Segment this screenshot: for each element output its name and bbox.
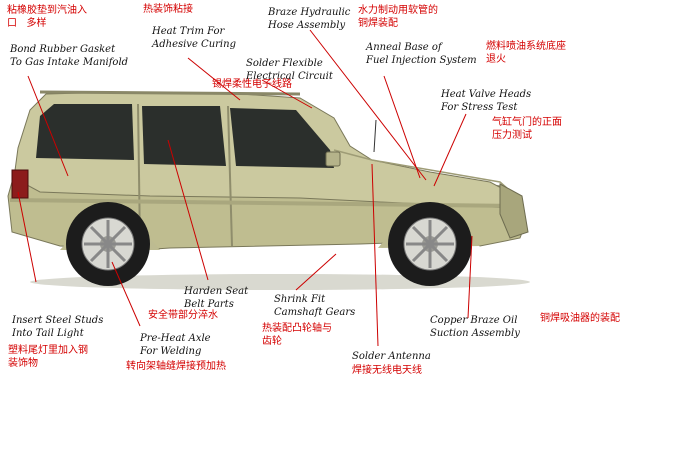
leader-harden-seat-belt	[167, 139, 209, 281]
leader-heat-trim	[187, 57, 241, 101]
leader-solder-antenna	[371, 163, 379, 347]
rear-wheel	[66, 202, 150, 286]
leader-bond-rubber-gasket	[27, 75, 69, 177]
leader-pre-heat-axle	[111, 261, 141, 327]
label-zh-anneal-base: 燃料喷油系统底座 退火	[486, 41, 566, 65]
label-zh-solder-flexible: 锡焊柔性电子线路	[212, 79, 292, 90]
label-bond-rubber-gasket: Bond Rubber Gasket To Gas Intake Manifol…	[10, 44, 129, 68]
side-mirror	[325, 151, 341, 167]
label-solder-flexible: Solder Flexible Electrical Circuit	[246, 58, 333, 82]
label-solder-antenna: Solder Antenna	[352, 351, 431, 362]
label-heat-trim: Heat Trim For Adhesive Curing	[152, 26, 236, 50]
label-shrink-fit: Shrink Fit Camshaft Gears	[274, 294, 356, 318]
label-zh-shrink-fit: 热装配凸轮轴与 齿轮	[262, 323, 332, 347]
leader-insert-steel-studs	[17, 191, 37, 283]
label-zh-copper-braze-oil: 铜焊吸油器的装配	[540, 313, 620, 324]
label-zh-braze-hydraulic: 水力制动用软管的 铜焊装配	[358, 5, 438, 29]
label-braze-hydraulic: Braze Hydraulic Hose Assembly	[268, 7, 351, 31]
leader-lines	[17, 29, 473, 347]
leader-copper-braze-oil	[467, 235, 473, 319]
leader-anneal-base	[383, 75, 421, 179]
leader-braze-hydraulic	[309, 29, 427, 181]
label-zh-insert-steel-studs: 塑料尾灯里加入钢 装饰物	[8, 345, 88, 369]
front-bumper	[499, 183, 529, 239]
rear-door-window	[142, 106, 226, 166]
label-heat-valve-heads: Heat Valve Heads For Stress Test	[441, 89, 532, 113]
leader-solder-flexible	[261, 79, 313, 109]
antenna	[373, 119, 377, 153]
front-wheel	[388, 202, 472, 286]
leader-shrink-fit	[295, 253, 337, 291]
label-insert-steel-studs: Insert Steel Studs Into Tail Light	[12, 315, 104, 339]
label-zh-heat-trim: 热装饰粘接	[143, 4, 193, 15]
label-anneal-base: Anneal Base of Fuel Injection System	[366, 42, 477, 66]
label-zh-harden-seat-belt: 安全带部分淬水	[148, 310, 218, 321]
label-zh-pre-heat-axle: 转向架轴缝焊接预加热	[126, 361, 226, 372]
leader-heat-valve-heads	[433, 113, 467, 187]
tail-light	[11, 169, 29, 199]
roof-rack	[39, 90, 301, 96]
b-pillar-line	[227, 105, 233, 247]
label-zh-heat-valve-heads: 气缸气门的正面 压力测试	[492, 117, 562, 141]
label-zh-bond-rubber-gasket: 粘橡胶垫到汽油入 口 多样	[7, 5, 87, 29]
ground-shadow	[30, 274, 530, 290]
rear-quarter-window	[36, 104, 134, 160]
label-harden-seat-belt: Harden Seat Belt Parts	[184, 286, 249, 310]
front-door-window	[230, 108, 334, 168]
label-pre-heat-axle: Pre-Heat Axle For Welding	[140, 333, 211, 357]
label-copper-braze-oil: Copper Braze Oil Suction Assembly	[430, 315, 520, 339]
label-zh-solder-antenna: 焊接无线电天线	[352, 365, 422, 376]
